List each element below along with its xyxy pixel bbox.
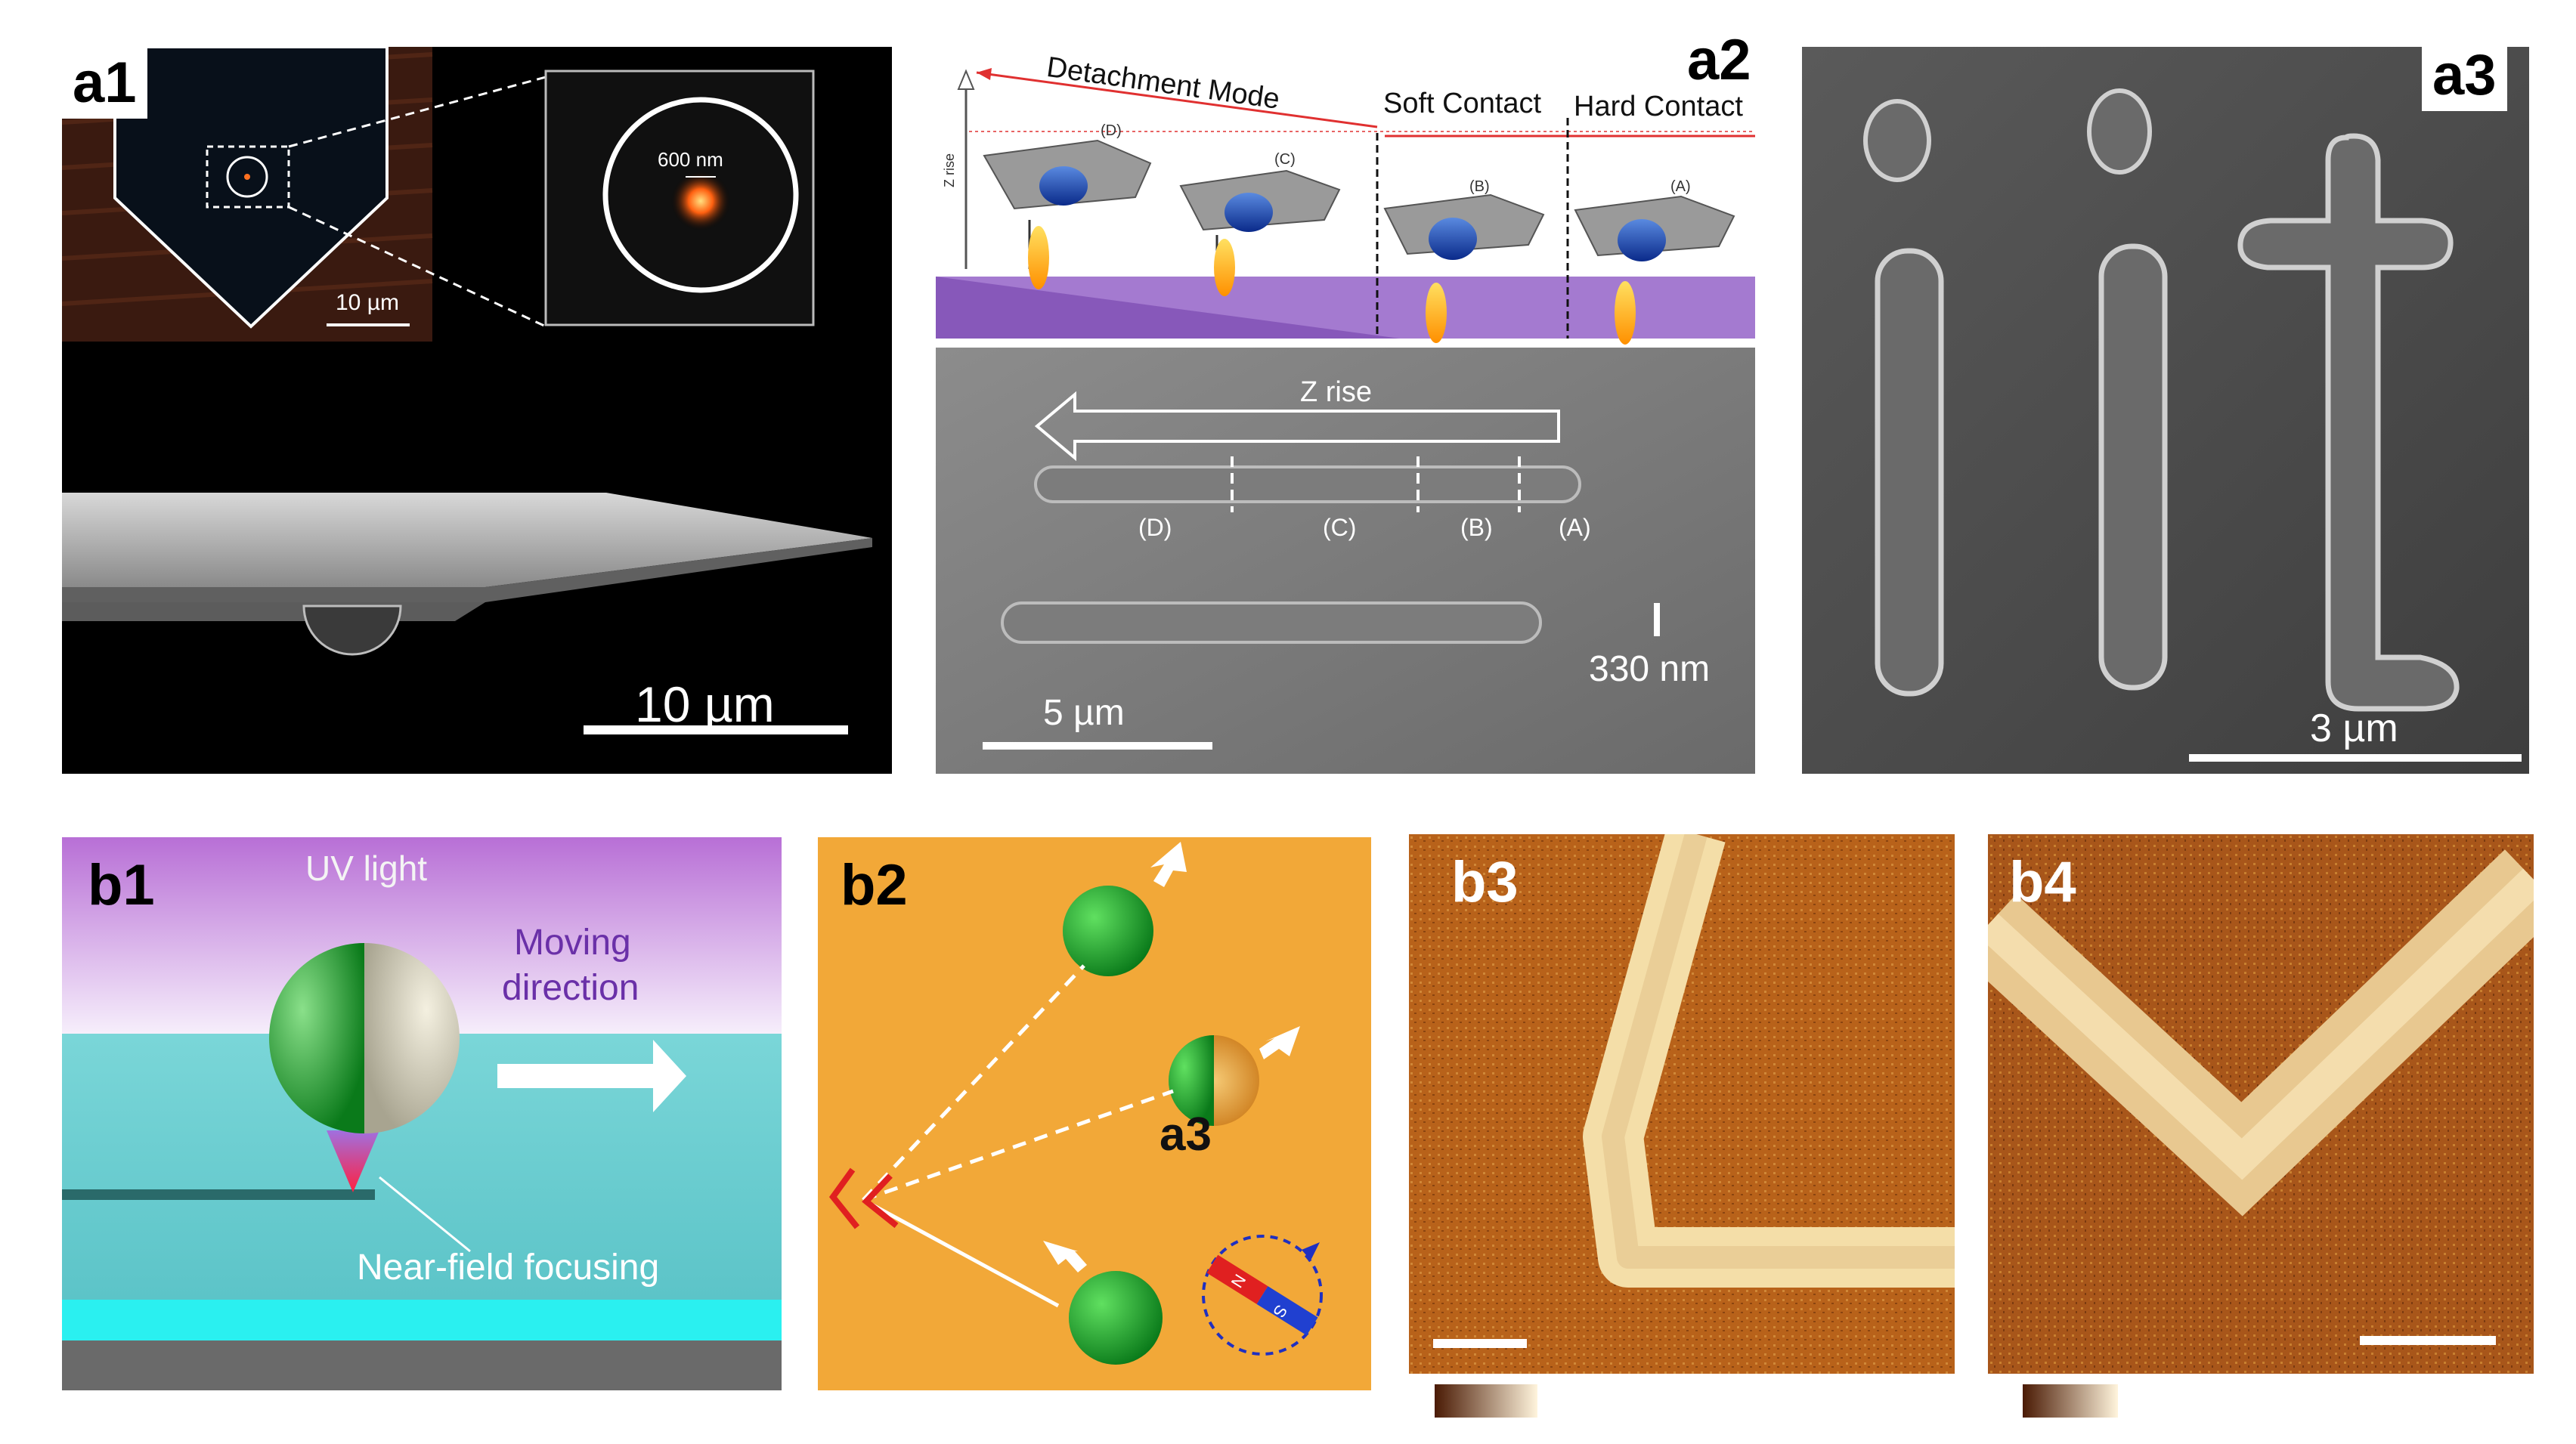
a1-figure [62,47,872,734]
b1-direction-text: direction [502,968,639,1008]
b3-colorbar [1435,1384,1537,1418]
a2-scale-text: 5 µm [1043,693,1125,733]
a2-figure [936,68,1755,774]
a2-zrise-axis-text: Z rise [942,153,957,187]
panel-a3: a3 3 µm [1802,47,2529,774]
b1-nearfield-text: Near-field focusing [357,1248,660,1288]
b2-particle-2 [1169,1026,1300,1126]
a2-zrise-text: Z rise [1300,376,1372,408]
a2-probe-b [1383,193,1545,343]
b4-scalebar [2360,1336,2496,1345]
b1-substrate [62,1340,782,1390]
b3-label: b3 [1451,850,1519,914]
b1-label: b1 [88,853,155,917]
a2-label-d: (D) [1138,514,1172,541]
a3-figure [1802,47,2529,774]
a2-line-1 [1034,465,1581,503]
b1-uv-text: UV light [305,849,428,888]
b2-callout: a3 [1160,1109,1212,1161]
b1-track [62,1189,375,1200]
panel-b2: b2 a3 N S [818,837,1371,1390]
a1-focus-spot [670,171,731,231]
a3-label: a3 [2422,47,2507,111]
a1-zoom-label: 600 nm [658,148,723,171]
panel-b4: b4 [1988,834,2534,1421]
panel-a2: a2 Detachment Mode Soft Contact Hard Con… [931,27,1763,774]
b2-red-chevron-2 [862,1173,899,1229]
b1-sphere-white [364,943,460,1133]
a3-stem-i-2 [2098,243,2168,691]
panel-b1: b1 UV light Moving direction Near-field … [62,837,782,1390]
panel-b3: b3 [1409,834,1955,1421]
a2-label-c: (C) [1323,514,1357,541]
b4-colorbar [2023,1384,2118,1418]
b4-label: b4 [2009,850,2076,914]
a2-zrise-arrow [1034,391,1560,462]
a1-scale-text: 10 µm [635,676,775,732]
b4-figure [1988,834,2534,1418]
a2-detach-arrow [976,71,1378,128]
a1-zoom-box [206,145,290,209]
a1-sem-cantilever [62,493,872,587]
a1-scalebar [584,725,848,734]
a2-stage-a: (A) [1670,178,1691,195]
a2-label: a2 [1687,28,1751,92]
a2-stage-b: (B) [1469,178,1490,195]
a2-hard-text: Hard Contact [1574,91,1743,122]
b1-figure [62,837,782,1390]
a3-stem-i-1 [1875,248,1944,697]
b2-magnet [1206,1254,1318,1336]
panel-a1: a1 10 µm 600 nm 10 µm [62,47,892,774]
b2-particle-3 [1043,1241,1163,1365]
b2-magnet-circle [1202,1235,1323,1356]
a3-scalebar [2189,754,2522,762]
a1-cantilever-outline [113,47,389,329]
a2-label-b: (B) [1460,514,1493,541]
a2-height-bar [1654,603,1660,636]
a1-zoom-circle [602,97,799,293]
a1-inset-scale-text: 10 µm [336,290,399,315]
b1-near-field-cone [327,1130,379,1192]
a3-dot-i-1 [1863,99,1931,182]
a2-probe-c [1179,169,1341,296]
b1-film [62,1300,782,1340]
a2-stage-d: (D) [1101,122,1122,139]
a3-letter-t [2237,133,2460,712]
a3-dot-i-2 [2087,88,2152,175]
b2-label: b2 [841,853,908,917]
a1-small-circle [226,156,268,198]
a2-sem-image [936,348,1755,774]
b1-pointer-line [379,1176,471,1253]
a2-label-a: (A) [1559,514,1591,541]
a2-soft-text: Soft Contact [1383,88,1542,119]
b1-sphere-green [269,943,364,1133]
b3-figure [1409,834,1955,1418]
b1-moving-text: Moving [514,923,631,963]
a3-scale-text: 3 µm [2310,707,2398,750]
a1-label: a1 [62,47,147,119]
b1-move-arrow [497,1040,686,1112]
b2-particle-1 [1063,842,1187,976]
b2-red-chevron-1 [828,1167,860,1229]
a2-probe-d [983,139,1152,289]
a2-stage-c: (C) [1274,151,1296,168]
b2-figure [818,837,1371,1390]
a2-height-text: 330 nm [1589,649,1711,689]
a2-line-2 [1001,601,1542,644]
a1-microsphere [302,605,402,656]
a2-probe-a [1574,195,1735,345]
b3-scalebar [1433,1339,1527,1348]
a2-scalebar [983,742,1212,750]
